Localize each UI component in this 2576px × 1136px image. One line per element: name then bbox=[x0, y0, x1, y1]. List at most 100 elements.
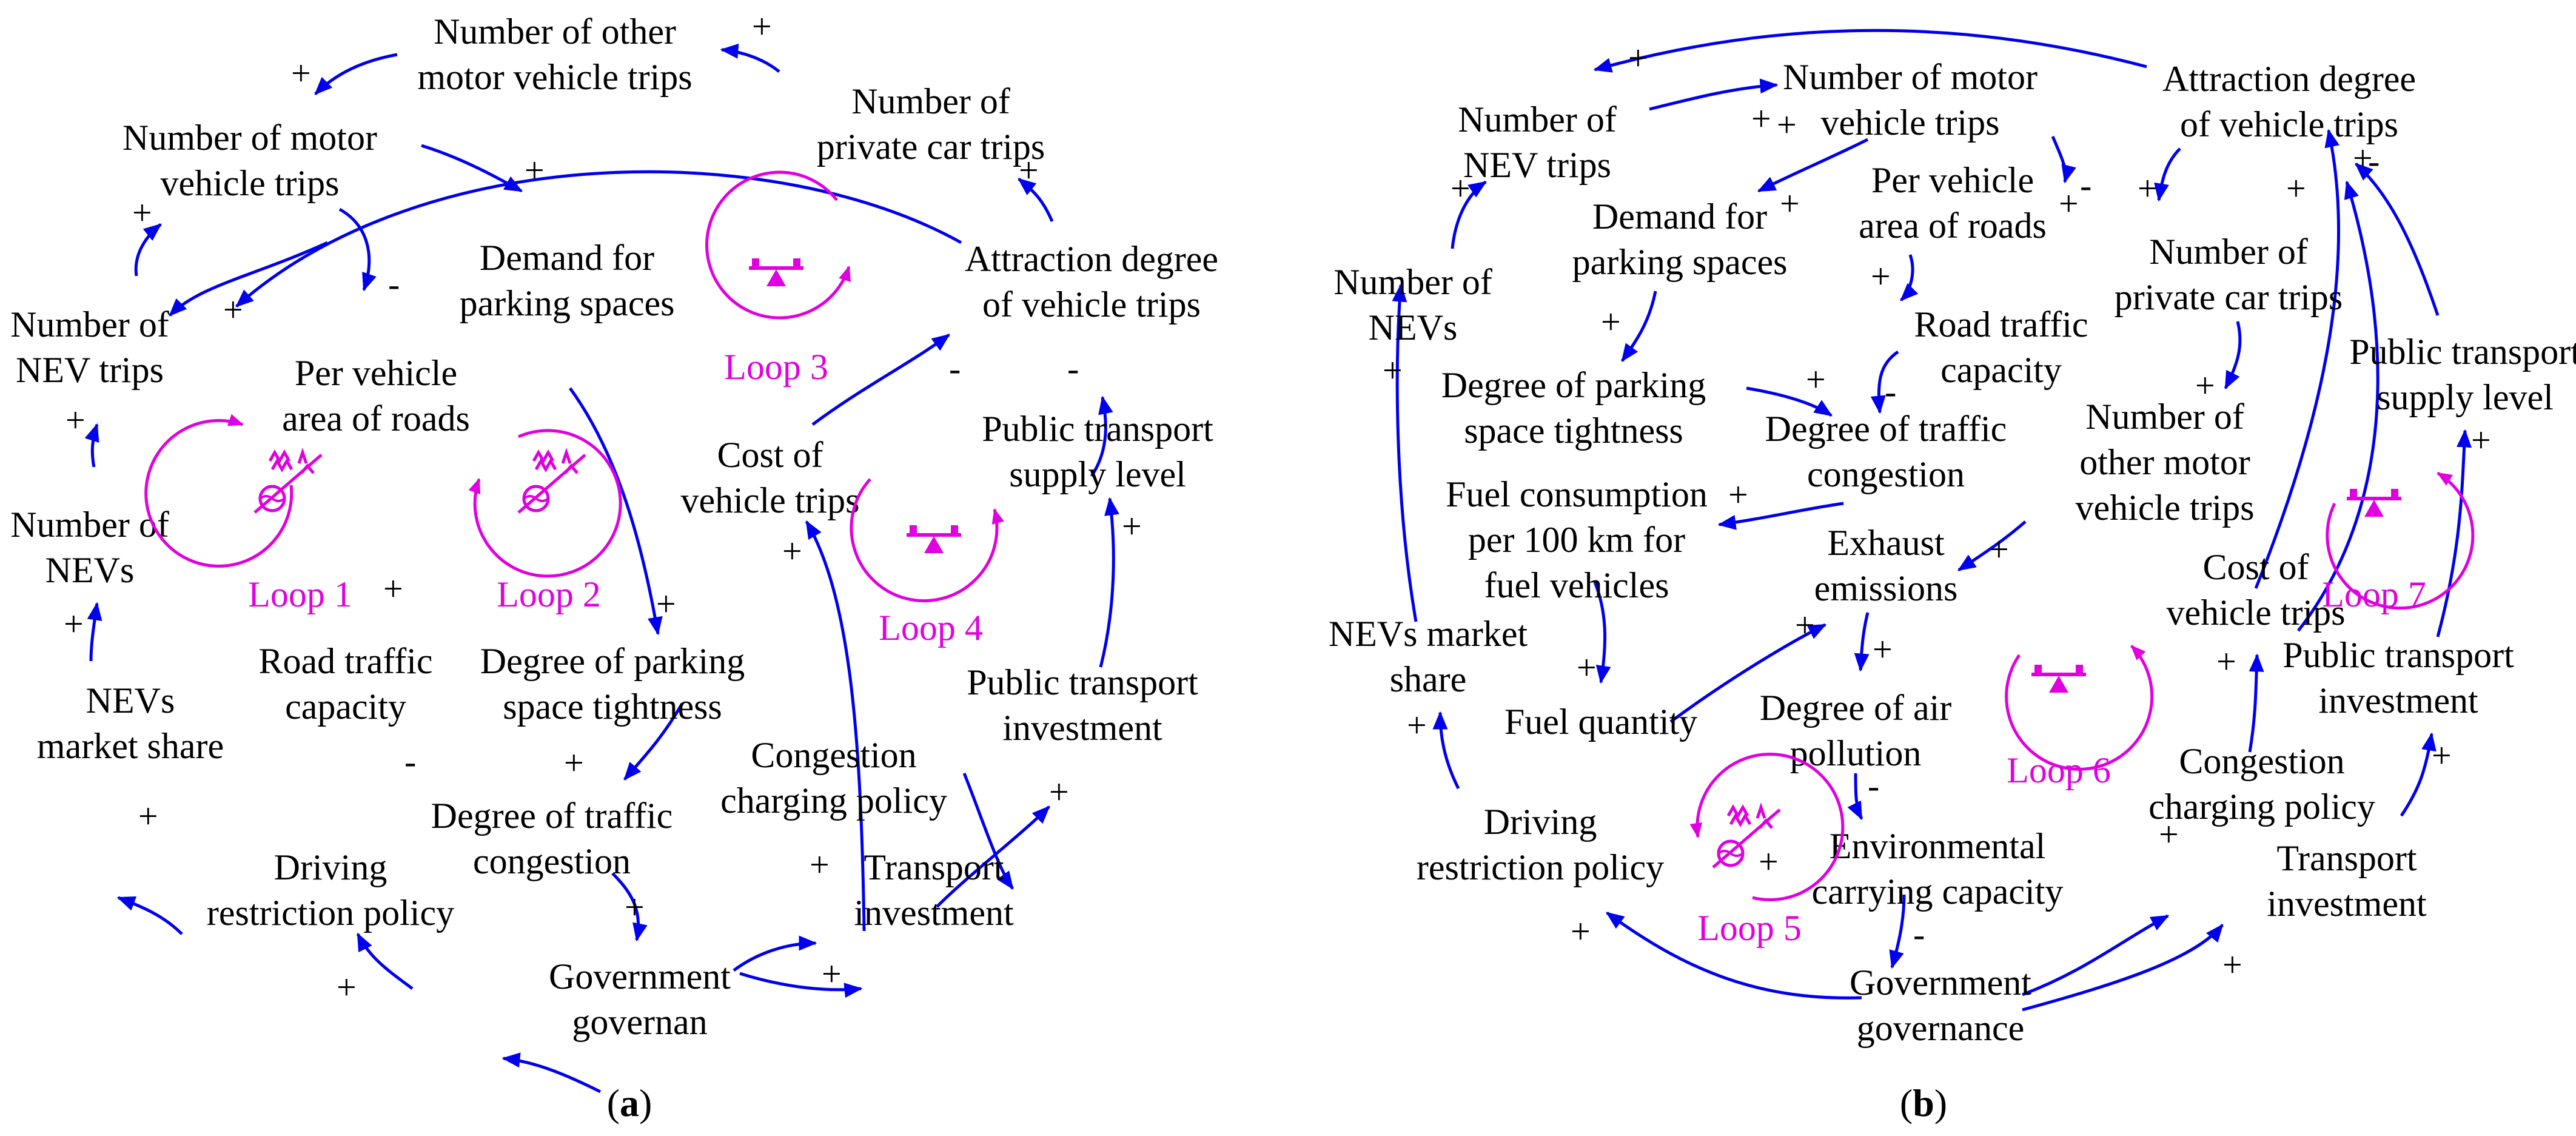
loop-4-label: Loop 4 bbox=[879, 608, 983, 648]
sign: + bbox=[1049, 772, 1069, 812]
panel-b-edges bbox=[1392, 29, 2472, 1012]
sign: + bbox=[138, 796, 158, 836]
loop-4-marker: Loop 4 bbox=[850, 478, 1004, 648]
panel-a-loops: Loop 1 Loop 2 Loop 3 Loop 4 bbox=[144, 170, 1004, 648]
sign: - bbox=[2368, 141, 2380, 181]
sign: + bbox=[2195, 366, 2215, 405]
panel-b-loops: Loop 5 Loop 6 Loop 7 bbox=[1689, 471, 2475, 948]
sign: + bbox=[2222, 945, 2242, 984]
sign: + bbox=[752, 7, 772, 46]
sign: + bbox=[1407, 705, 1427, 745]
sign: + bbox=[64, 604, 84, 644]
sign: + bbox=[1628, 38, 1648, 78]
sign: + bbox=[1871, 257, 1891, 296]
sign: + bbox=[132, 193, 152, 232]
sign: + bbox=[1728, 475, 1748, 514]
balancing-loop-icon bbox=[749, 258, 803, 286]
sign: + bbox=[1122, 506, 1142, 546]
balancing-loop-icon bbox=[2031, 665, 2086, 693]
sign: + bbox=[2216, 642, 2236, 681]
sign: + bbox=[656, 584, 676, 623]
sign: + bbox=[525, 150, 545, 190]
sign: + bbox=[291, 53, 311, 93]
sign: - bbox=[404, 742, 416, 781]
sign: + bbox=[564, 743, 584, 782]
sign: + bbox=[1019, 150, 1039, 190]
sign: + bbox=[1759, 842, 1779, 881]
sign: + bbox=[337, 967, 357, 1007]
sign: - bbox=[388, 264, 400, 304]
loop-2-marker: Loop 2 bbox=[468, 429, 622, 614]
loop-1-marker: Loop 1 bbox=[144, 414, 352, 614]
sign: - bbox=[1885, 372, 1896, 411]
sign: + bbox=[625, 887, 645, 927]
reinforcing-loop-icon bbox=[518, 452, 585, 513]
loop-2-label: Loop 2 bbox=[497, 574, 601, 614]
sign: + bbox=[1777, 105, 1797, 144]
sign: - bbox=[1913, 915, 1925, 954]
sign: + bbox=[822, 954, 842, 993]
node-fuel-quantity: Fuel quantity bbox=[1504, 702, 1697, 742]
sign: + bbox=[1873, 630, 1893, 669]
sign: + bbox=[1601, 302, 1621, 341]
sign: + bbox=[1571, 912, 1591, 951]
sign: + bbox=[2286, 169, 2306, 208]
sign: + bbox=[1451, 169, 1471, 208]
sign: + bbox=[2138, 169, 2158, 208]
sign: + bbox=[2059, 184, 2079, 223]
panel-b-signs: + + + - + + - + + + + - + + + + + + + + … bbox=[1383, 38, 2491, 984]
sign: + bbox=[1780, 184, 1800, 223]
loop-3-marker: Loop 3 bbox=[705, 170, 851, 387]
balancing-loop-icon bbox=[2347, 489, 2401, 517]
loop-5-marker: Loop 5 bbox=[1689, 753, 1845, 948]
sign: + bbox=[782, 531, 802, 571]
panel-a-signs: + + + + + + + - + + + + - + - - + + + + … bbox=[64, 7, 1142, 1007]
sign: + bbox=[1383, 351, 1403, 390]
loop-6-marker: Loop 6 bbox=[2005, 645, 2154, 790]
sign: - bbox=[949, 349, 961, 388]
panel-b-caption: (b) bbox=[1900, 1081, 1947, 1124]
sign: + bbox=[1806, 360, 1826, 399]
sign: + bbox=[810, 845, 830, 884]
loop-5-label: Loop 5 bbox=[1697, 908, 1802, 948]
loop-7-label: Loop 7 bbox=[2322, 574, 2426, 614]
sign: + bbox=[65, 400, 86, 440]
sign: + bbox=[383, 569, 403, 608]
sign: - bbox=[1067, 349, 1079, 388]
sign: - bbox=[1868, 766, 1879, 805]
